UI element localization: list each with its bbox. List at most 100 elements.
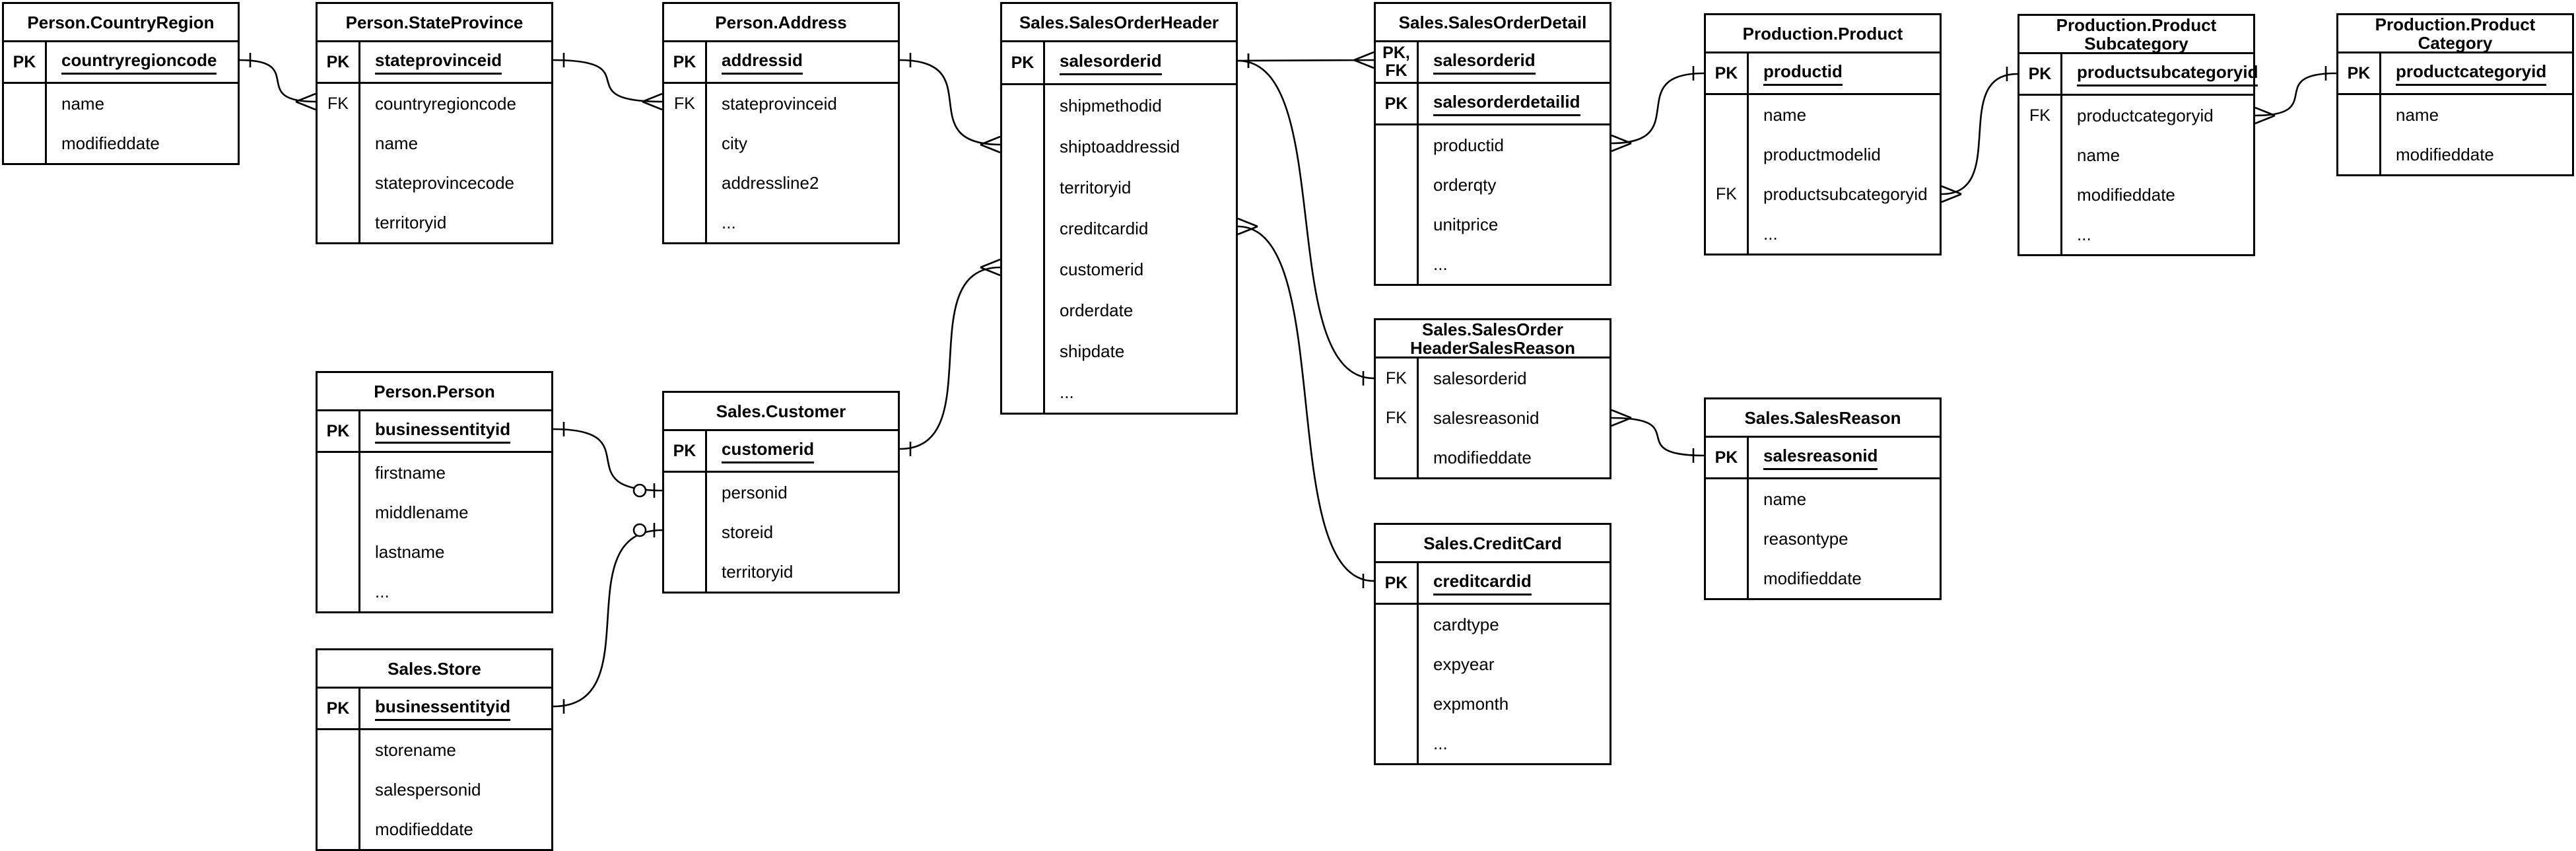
key-label <box>318 203 358 242</box>
entity-row: unitprice <box>1376 205 1610 244</box>
field-name-text: name <box>2077 145 2120 165</box>
key-label <box>2019 175 2060 215</box>
entity-row: ... <box>1706 214 1940 254</box>
field-name-text: productmodelid <box>1763 144 1881 164</box>
entity-title-line: Sales.Customer <box>716 401 846 421</box>
field-name-text: shipmethodid <box>1060 95 1162 116</box>
relationship-salesorderheader-shiptoaddress <box>899 53 1001 154</box>
key-label: PK <box>1011 53 1034 72</box>
field-name: ... <box>2060 215 2253 254</box>
field-name-text: name <box>2396 104 2439 125</box>
field-name-text: orderdate <box>1060 300 1134 320</box>
field-name: businessentityid <box>358 689 551 728</box>
field-name-text: territoryid <box>375 212 447 232</box>
entity-section: name modifieddate <box>4 82 238 163</box>
entity-row: expmonth <box>1376 684 1610 724</box>
field-name: shipmethodid <box>1043 85 1236 126</box>
entity-row: middlename <box>318 493 551 532</box>
field-name-text: addressline2 <box>722 172 819 193</box>
field-name-text: ... <box>2077 224 2091 244</box>
key-label <box>1002 208 1043 249</box>
field-name: salesorderid <box>1417 358 1610 398</box>
key-label <box>1376 605 1417 644</box>
field-name-text: modifieddate <box>375 819 473 839</box>
key-label <box>664 123 705 163</box>
key-label <box>1706 135 1747 174</box>
field-name: modifieddate <box>1747 559 1940 598</box>
field-name: modifieddate <box>358 809 551 849</box>
entity-row: modifieddate <box>1376 438 1610 477</box>
field-name-text: storeid <box>722 522 774 542</box>
field-name-text: salesorderid <box>1433 50 1536 75</box>
field-name: territoryid <box>705 552 898 592</box>
field-name: businessentityid <box>358 411 551 451</box>
entity-section: PK productsubcategoryid <box>2019 54 2258 94</box>
field-name: modifieddate <box>2060 175 2253 215</box>
key-label <box>1002 126 1043 167</box>
field-name: stateprovinceid <box>358 42 551 82</box>
field-name-text: stateprovinceid <box>722 93 837 114</box>
entity-row: name <box>2019 135 2253 175</box>
field-name: stateprovincecode <box>358 163 551 203</box>
entity-row: ... <box>2019 215 2253 254</box>
key-label <box>318 809 358 849</box>
key-label <box>1706 95 1747 135</box>
entity-row: reasontype <box>1706 519 1940 559</box>
field-name: customerid <box>705 431 898 471</box>
key-label <box>1376 165 1417 205</box>
field-name-text: addressid <box>722 50 803 75</box>
key-label <box>2338 135 2379 174</box>
field-name-text: name <box>61 93 105 114</box>
field-name-text: productsubcategoryid <box>2077 62 2258 86</box>
entity-title: Production.Product <box>1706 15 1940 53</box>
field-name-text: modifieddate <box>61 133 160 153</box>
key-label: PK <box>1714 448 1738 467</box>
field-name-text: ... <box>1763 223 1778 244</box>
entity-row: salespersonid <box>318 770 551 809</box>
entity-row: productmodelid <box>1706 135 1940 174</box>
entity-row: city <box>664 123 898 163</box>
entity-title: Person.Person <box>318 373 551 411</box>
entity-row: cardtype <box>1376 605 1610 644</box>
entity-row: territoryid <box>1002 167 1236 208</box>
key-label <box>318 730 358 770</box>
entity-row: customerid <box>1002 249 1236 290</box>
relationship-customer-store <box>553 523 663 714</box>
entity-title-line: Sales.SalesReason <box>1744 407 1901 428</box>
key-label: PK <box>2028 64 2052 83</box>
field-name: customerid <box>1043 249 1236 290</box>
entity-title: Sales.Customer <box>664 393 898 431</box>
key-label <box>664 512 705 552</box>
relationship-address-stateprovince <box>553 53 663 111</box>
field-name: creditcardid <box>1043 208 1236 249</box>
field-name: storename <box>358 730 551 770</box>
field-name-text: salesorderid <box>1060 51 1162 75</box>
entity-row: productid <box>1376 125 1610 165</box>
field-name-text: salesorderid <box>1433 368 1527 388</box>
field-name-text: name <box>1763 489 1807 509</box>
